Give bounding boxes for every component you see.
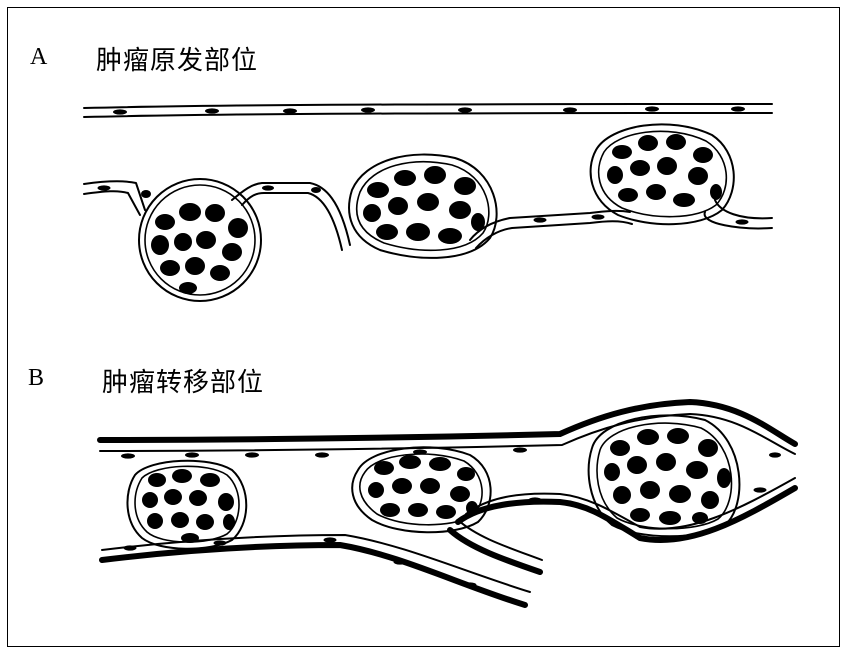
panel-a-upper-vessel-wall bbox=[83, 103, 773, 118]
panel-b-tumor-cluster-3 bbox=[587, 414, 741, 538]
panel-b-upper-endothelial-nuclei bbox=[121, 447, 781, 459]
figure-frame bbox=[7, 7, 840, 647]
panel-b-upper-vessel-wall bbox=[97, 399, 798, 455]
panel-a-tumor-cluster-2 bbox=[348, 153, 498, 259]
panel-a-tumor-cluster-3 bbox=[589, 123, 735, 226]
panel-a-label: A bbox=[30, 44, 48, 70]
panel-a-upper-endothelial-nuclei bbox=[113, 106, 745, 115]
panel-a-tumor-cluster-1 bbox=[138, 178, 262, 302]
panel-b-tumor-cluster-1 bbox=[126, 459, 248, 550]
panel-a-lower-endothelial-nuclei bbox=[97, 185, 749, 225]
panel-b-tumor-cluster-2 bbox=[351, 446, 492, 534]
panel-b-title: 肿瘤转移部位 bbox=[102, 368, 265, 398]
panel-a-title: 肿瘤原发部位 bbox=[96, 46, 259, 76]
panel-b-label: B bbox=[28, 365, 45, 391]
panel-b-lower-endothelial-nuclei bbox=[123, 487, 767, 588]
